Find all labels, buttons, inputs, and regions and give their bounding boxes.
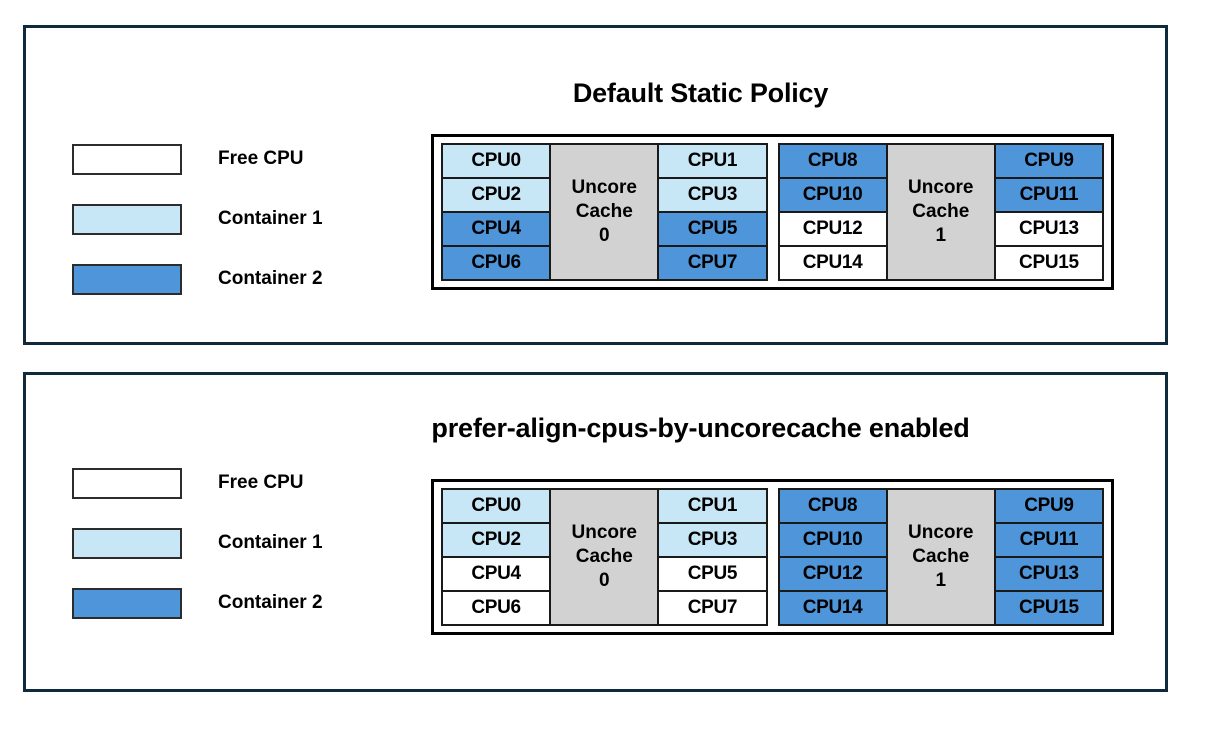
panel-prefer-align-cpus-by-uncorecache: prefer-align-cpus-by-uncorecache enabled… xyxy=(23,372,1168,692)
uncore-cache-label-line2: Cache xyxy=(575,200,633,222)
page-title: Default Static Policy xyxy=(572,78,829,108)
legend-item-free-cpu: Free CPU xyxy=(72,129,323,189)
uncore-cache-label-line2: Cache xyxy=(912,200,970,222)
cpu-cell: CPU14 xyxy=(779,247,886,279)
cache-group-1: CPU8 CPU10 CPU12 CPU14 Uncore Cache 1 CP… xyxy=(777,143,1104,281)
cpu-topology-diagram: CPU0 CPU2 CPU4 CPU6 Uncore Cache 0 CPU1 … xyxy=(431,479,1114,635)
cpu-cell: CPU4 xyxy=(443,213,550,247)
legend-label-container-2: Container 2 xyxy=(218,268,323,289)
legend: Free CPU Container 1 Container 2 xyxy=(72,129,323,309)
uncore-cache-block: Uncore Cache 1 xyxy=(885,145,996,279)
cpu-cell: CPU10 xyxy=(779,524,886,558)
cpu-cell: CPU0 xyxy=(443,145,550,179)
legend-swatch-free-cpu xyxy=(72,467,182,499)
legend-swatch-free-cpu xyxy=(72,143,182,175)
legend-item-container-2: Container 2 xyxy=(72,573,323,633)
cpu-column-left: CPU0 CPU2 CPU4 CPU6 xyxy=(443,145,550,279)
uncore-cache-label-line2: Cache xyxy=(912,545,970,567)
uncore-cache-index: 0 xyxy=(598,570,610,592)
cpu-column-right: CPU1 CPU3 CPU5 CPU7 xyxy=(659,145,766,279)
cpu-cell: CPU12 xyxy=(779,558,886,592)
cpu-cell: CPU2 xyxy=(443,524,550,558)
legend-label-container-1: Container 1 xyxy=(218,208,323,229)
legend-swatch-container-2 xyxy=(72,587,182,619)
cache-group-0: CPU0 CPU2 CPU4 CPU6 Uncore Cache 0 CPU1 … xyxy=(441,143,768,281)
cpu-cell: CPU10 xyxy=(779,179,886,213)
cpu-column-left: CPU8 CPU10 CPU12 CPU14 xyxy=(779,145,886,279)
legend-item-free-cpu: Free CPU xyxy=(72,453,323,513)
cpu-cell: CPU7 xyxy=(659,592,766,624)
cpu-cell: CPU15 xyxy=(995,247,1103,279)
legend-swatch-container-1 xyxy=(72,203,182,235)
legend: Free CPU Container 1 Container 2 xyxy=(72,453,323,633)
cpu-cell: CPU8 xyxy=(779,145,886,179)
cpu-cell: CPU7 xyxy=(659,247,766,279)
legend-swatch-container-1 xyxy=(72,527,182,559)
legend-swatch-container-2 xyxy=(72,263,182,295)
cpu-cell: CPU5 xyxy=(659,558,766,592)
cpu-cell: CPU3 xyxy=(659,524,766,558)
cpu-cell: CPU4 xyxy=(443,558,550,592)
page-title: prefer-align-cpus-by-uncorecache enabled xyxy=(431,413,970,443)
legend-item-container-1: Container 1 xyxy=(72,189,323,249)
legend-label-free-cpu: Free CPU xyxy=(218,472,304,493)
uncore-cache-block: Uncore Cache 0 xyxy=(549,490,660,624)
uncore-cache-index: 1 xyxy=(935,225,947,247)
cache-group-1: CPU8 CPU10 CPU12 CPU14 Uncore Cache 1 CP… xyxy=(777,488,1104,626)
cpu-cell: CPU8 xyxy=(779,490,886,524)
cpu-cell: CPU11 xyxy=(995,524,1103,558)
cpu-cell: CPU1 xyxy=(659,145,766,179)
uncore-cache-block: Uncore Cache 0 xyxy=(549,145,660,279)
uncore-cache-label-line1: Uncore xyxy=(908,176,974,198)
cpu-topology-diagram: CPU0 CPU2 CPU4 CPU6 Uncore Cache 0 CPU1 … xyxy=(431,134,1114,290)
cpu-column-right: CPU9 CPU11 CPU13 CPU15 xyxy=(995,145,1103,279)
legend-label-container-1: Container 1 xyxy=(218,532,323,553)
cpu-cell: CPU15 xyxy=(995,592,1103,624)
uncore-cache-index: 1 xyxy=(935,570,947,592)
cpu-cell: CPU13 xyxy=(995,213,1103,247)
cpu-cell: CPU11 xyxy=(995,179,1103,213)
cpu-cell: CPU6 xyxy=(443,247,550,279)
cpu-cell: CPU13 xyxy=(995,558,1103,592)
cpu-cell: CPU14 xyxy=(779,592,886,624)
cpu-column-right: CPU1 CPU3 CPU5 CPU7 xyxy=(659,490,766,624)
panel-default-static-policy: Default Static Policy Free CPU Container… xyxy=(23,25,1168,345)
cpu-cell: CPU12 xyxy=(779,213,886,247)
legend-label-container-2: Container 2 xyxy=(218,592,323,613)
legend-item-container-1: Container 1 xyxy=(72,513,323,573)
legend-label-free-cpu: Free CPU xyxy=(218,148,304,169)
uncore-cache-label-line1: Uncore xyxy=(908,521,974,543)
uncore-cache-label-line1: Uncore xyxy=(571,176,637,198)
cpu-cell: CPU1 xyxy=(659,490,766,524)
cache-group-0: CPU0 CPU2 CPU4 CPU6 Uncore Cache 0 CPU1 … xyxy=(441,488,768,626)
cpu-column-left: CPU8 CPU10 CPU12 CPU14 xyxy=(779,490,886,624)
cpu-column-right: CPU9 CPU11 CPU13 CPU15 xyxy=(995,490,1103,624)
uncore-cache-block: Uncore Cache 1 xyxy=(885,490,996,624)
cpu-cell: CPU5 xyxy=(659,213,766,247)
cpu-cell: CPU0 xyxy=(443,490,550,524)
cpu-cell: CPU6 xyxy=(443,592,550,624)
cpu-cell: CPU9 xyxy=(995,490,1103,524)
uncore-cache-label-line2: Cache xyxy=(575,545,633,567)
cpu-cell: CPU2 xyxy=(443,179,550,213)
cpu-column-left: CPU0 CPU2 CPU4 CPU6 xyxy=(443,490,550,624)
cpu-cell: CPU3 xyxy=(659,179,766,213)
legend-item-container-2: Container 2 xyxy=(72,249,323,309)
cpu-cell: CPU9 xyxy=(995,145,1103,179)
uncore-cache-label-line1: Uncore xyxy=(571,521,637,543)
uncore-cache-index: 0 xyxy=(598,225,610,247)
